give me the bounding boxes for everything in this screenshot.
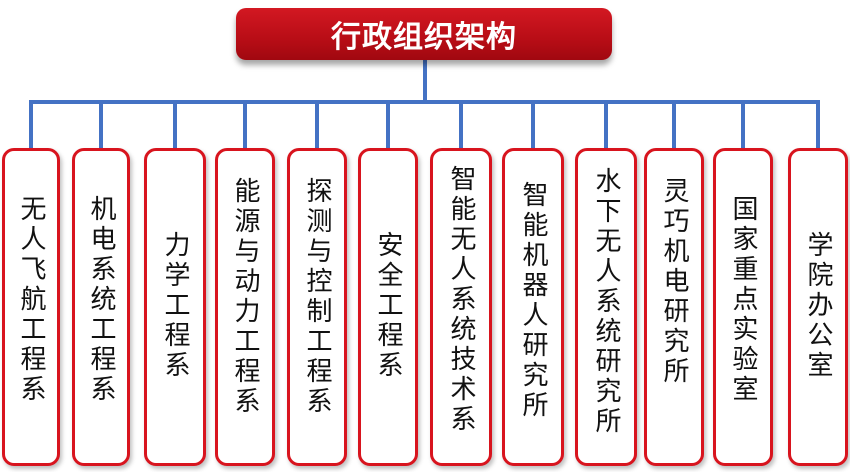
dept-label: 能源与动力工程系 (230, 177, 260, 417)
dept-box: 灵巧机电研究所 (644, 148, 704, 466)
dept-box: 智能机器人研究所 (502, 148, 564, 466)
dept-label: 智能无人系统技术系 (446, 165, 476, 435)
dept-box: 水下无人系统研究所 (575, 148, 637, 466)
dept-box: 机电系统工程系 (72, 148, 130, 466)
dept-label: 国家重点实验室 (728, 195, 758, 405)
dept-box: 智能无人系统技术系 (430, 148, 492, 466)
dept-label: 探测与控制工程系 (302, 177, 332, 417)
dept-box: 学院办公室 (788, 148, 848, 466)
dept-label: 灵巧机电研究所 (659, 177, 689, 387)
dept-box: 力学工程系 (144, 148, 206, 466)
org-chart-title: 行政组织架构 (236, 8, 612, 60)
dept-box: 能源与动力工程系 (215, 148, 275, 466)
dept-label: 机电系统工程系 (86, 195, 116, 405)
dept-label: 安全工程系 (373, 231, 403, 381)
dept-label: 智能机器人研究所 (518, 181, 548, 421)
dept-label: 无人飞航工程系 (16, 195, 46, 405)
dept-box: 无人飞航工程系 (2, 148, 60, 466)
dept-box: 安全工程系 (358, 148, 418, 466)
dept-label: 力学工程系 (160, 231, 190, 381)
title-text: 行政组织架构 (331, 20, 517, 55)
dept-label: 学院办公室 (803, 231, 833, 381)
dept-box: 探测与控制工程系 (287, 148, 347, 466)
dept-box: 国家重点实验室 (713, 148, 773, 466)
dept-label: 水下无人系统研究所 (591, 167, 621, 437)
